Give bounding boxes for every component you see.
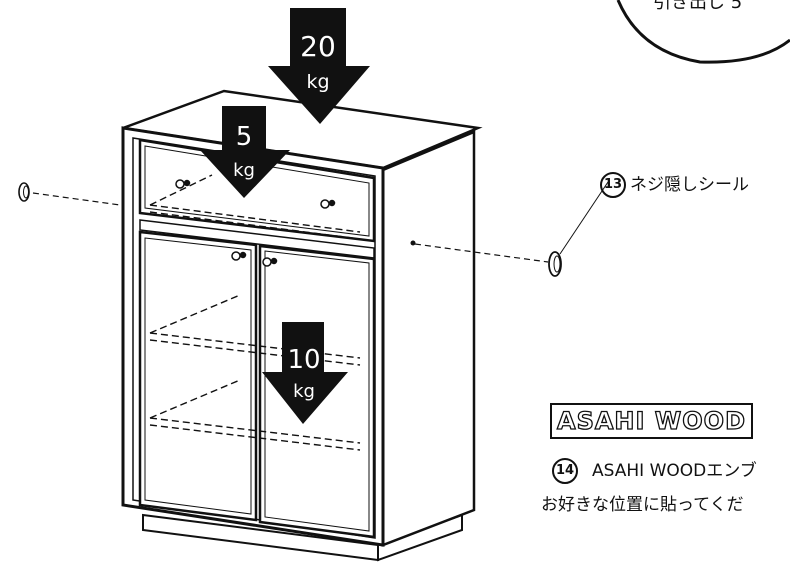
part-number-badge: 14: [552, 458, 578, 484]
door-knob-right: [262, 257, 278, 267]
knobs: [175, 179, 336, 267]
shelf-lines: [149, 174, 361, 451]
callout-text: 引き出し 5: [653, 0, 743, 13]
screw-hole: [410, 240, 416, 246]
load-drawer-value: 5: [236, 122, 253, 152]
load-arrow-top: 20 kg: [268, 8, 370, 124]
screw-cover-seal-right: [414, 181, 609, 277]
callout-bubble: [616, 0, 790, 64]
load-top-value: 20: [300, 30, 336, 63]
emblem-instruction-line1: 14 ASAHI WOODエンブ: [552, 456, 757, 484]
screw-cover-seal-left: [18, 182, 121, 206]
emblem-instruction-line2: お好きな位置に貼ってくだ: [541, 495, 744, 515]
drawer-knob-right: [320, 199, 336, 209]
load-drawer-unit: kg: [233, 160, 255, 181]
asahi-wood-logo: ASAHI WOOD: [550, 403, 754, 439]
load-shelf-value: 10: [287, 345, 320, 375]
load-arrow-drawer: 5 kg: [200, 106, 290, 198]
door-knob-left: [231, 251, 247, 261]
load-top-unit: kg: [306, 71, 329, 93]
seal-label-text: ネジ隠しシール: [630, 175, 749, 195]
emblem-line1-text: ASAHI WOODエンブ: [592, 461, 757, 481]
part-number-badge: 13: [600, 172, 626, 198]
load-arrow-shelf: 10 kg: [262, 322, 348, 424]
load-shelf-unit: kg: [293, 381, 315, 402]
drawer-knob-left: [175, 179, 191, 189]
